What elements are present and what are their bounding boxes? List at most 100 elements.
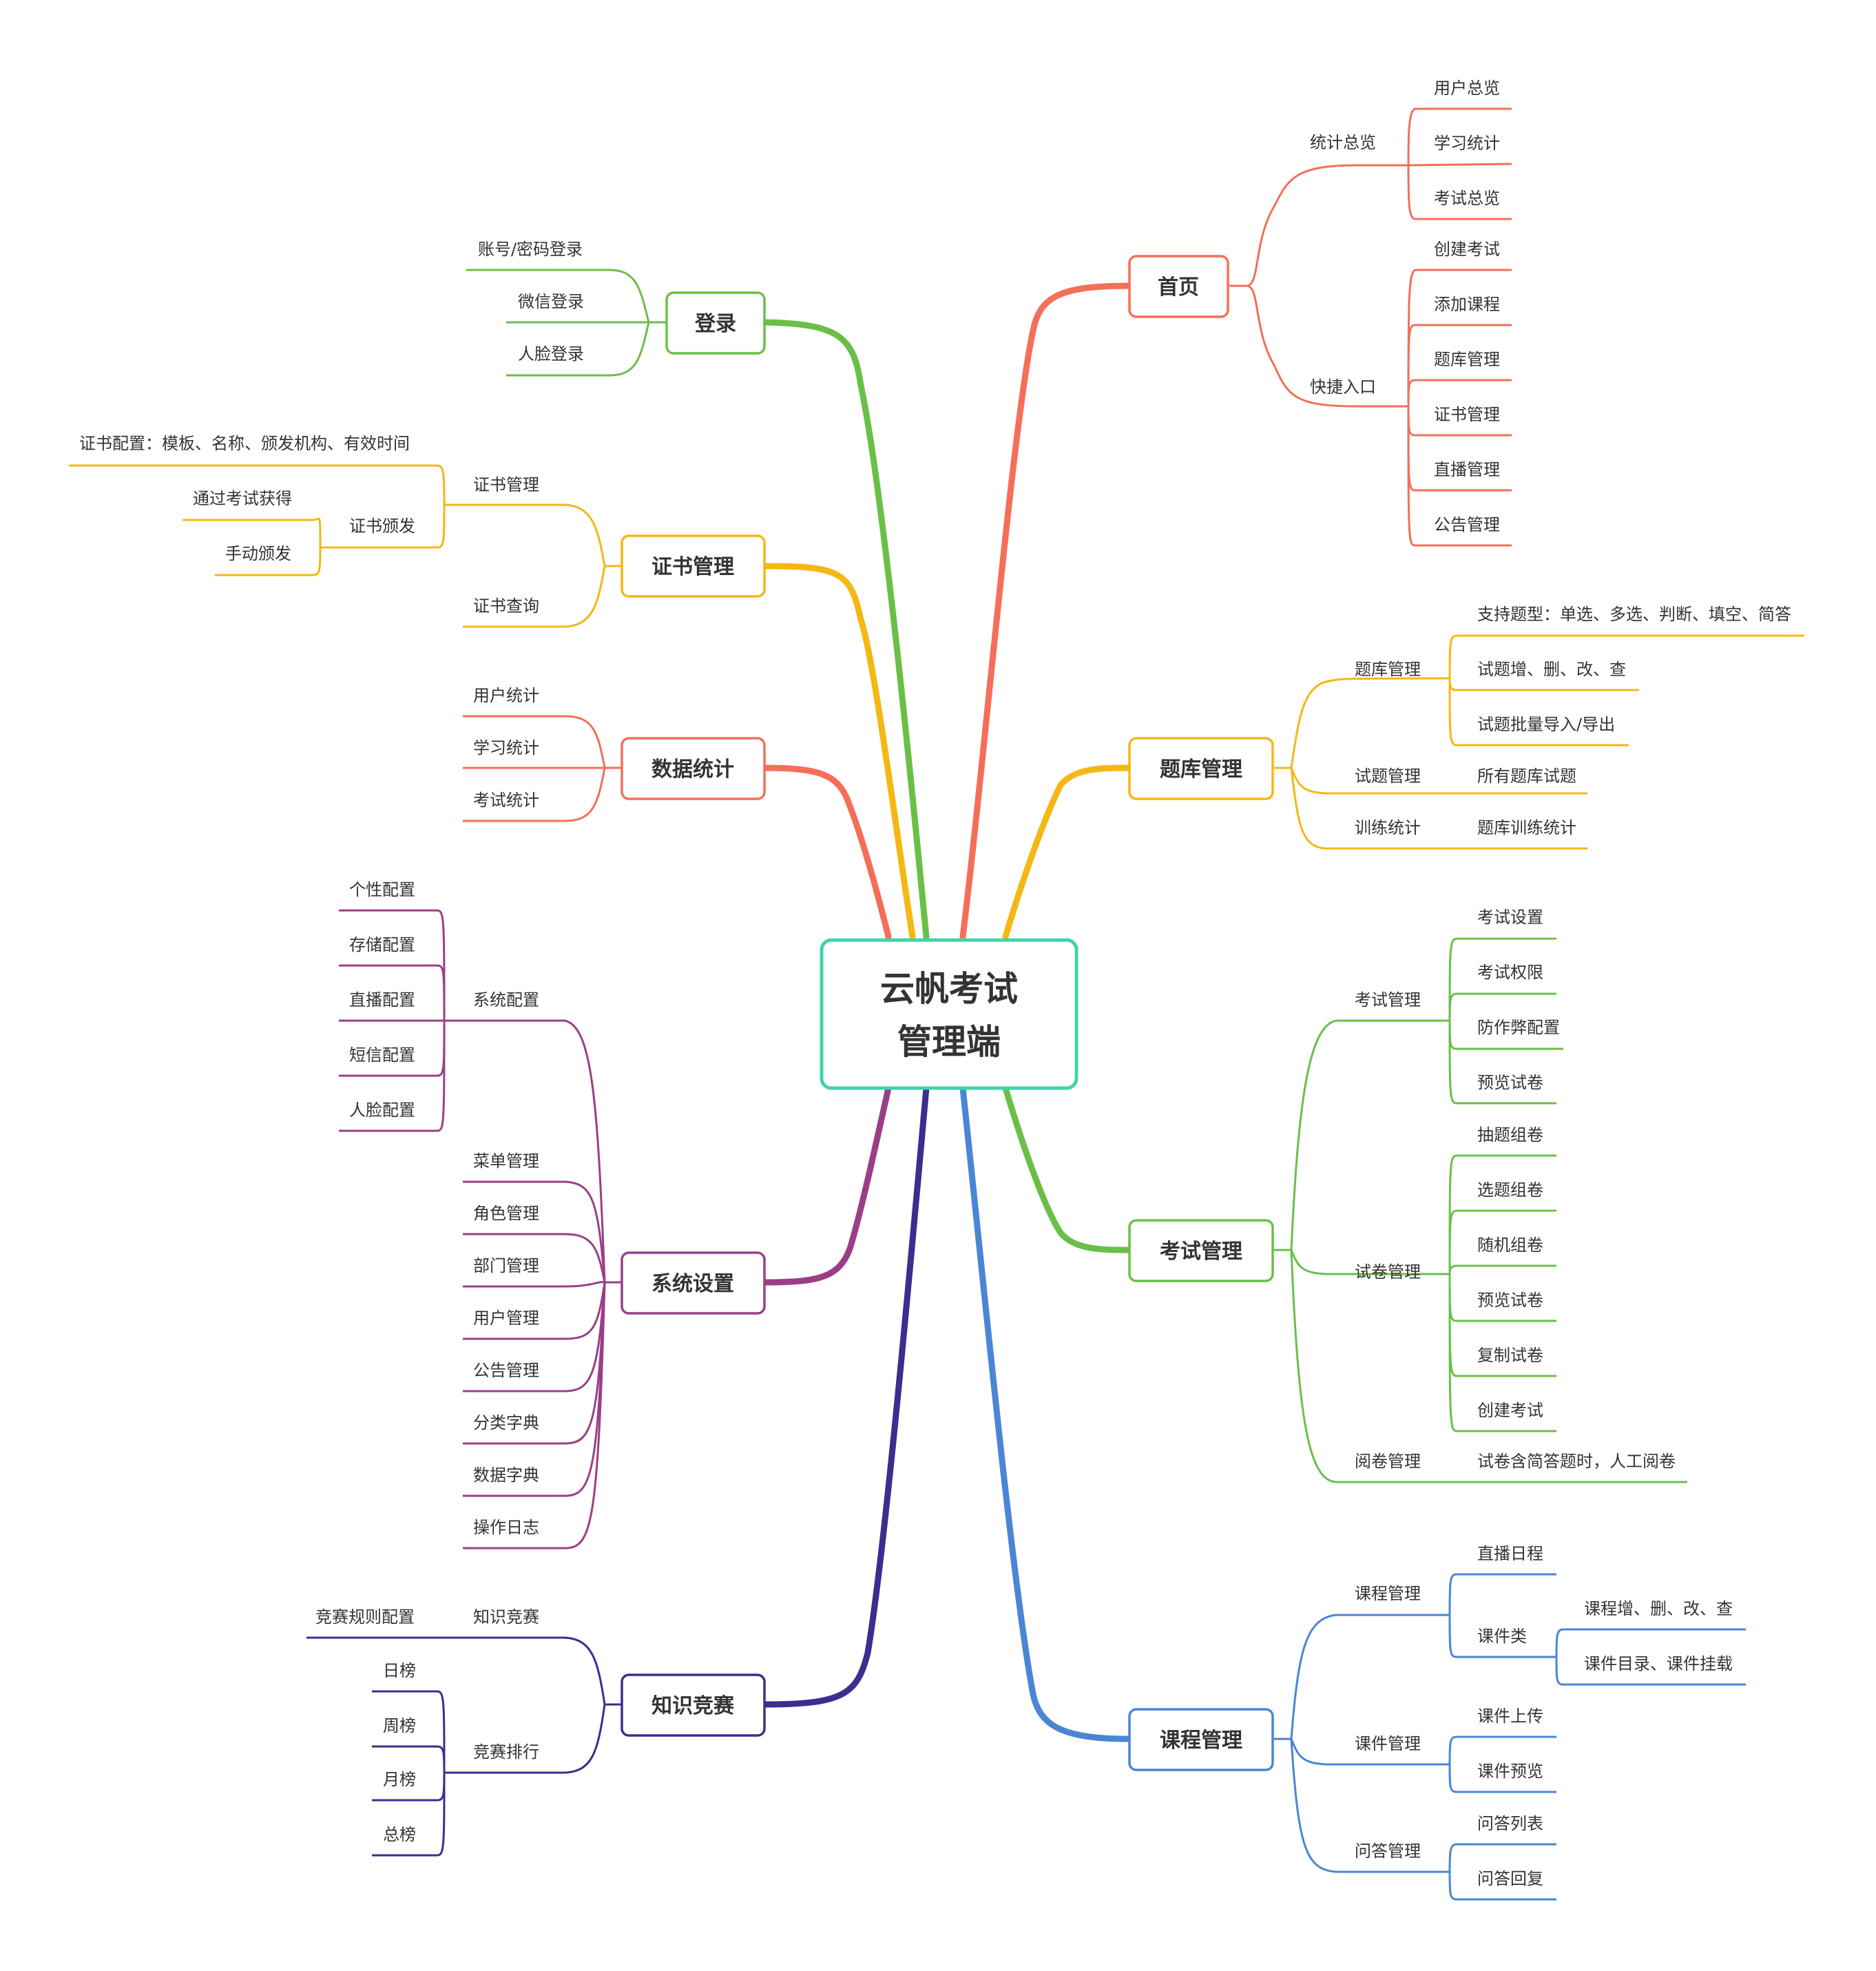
root-title-line1: 云帆考试 <box>880 969 1018 1009</box>
leaf-copy-paper: 复制试卷 <box>1477 1346 1543 1365</box>
main-node-exam[interactable]: 考试管理 <box>1128 1219 1274 1282</box>
leaf-dept-manage: 部门管理 <box>473 1256 539 1275</box>
group-label-course-manage: 课程管理 <box>1355 1584 1421 1603</box>
leaf-create-exam: 创建考试 <box>1434 240 1500 259</box>
trunk-course <box>959 1085 1133 1742</box>
leaf-issue-by-exam: 通过考试获得 <box>193 489 292 508</box>
main-node-certificate[interactable]: 证书管理 <box>621 534 766 598</box>
branch-exam <box>1274 937 1687 1483</box>
branch-course <box>1274 1573 1746 1901</box>
main-label-question-bank: 题库管理 <box>1160 758 1242 782</box>
branch-contest <box>306 1636 622 1857</box>
leaf-daily-rank: 日榜 <box>383 1661 416 1680</box>
leaf-notice-manage: 公告管理 <box>1434 515 1500 534</box>
root-title-line2: 管理端 <box>897 1022 1001 1062</box>
group-label-contest-ranking: 竞赛排行 <box>473 1742 539 1762</box>
leaf-live-schedule: 直播日程 <box>1477 1544 1543 1563</box>
group-label-exam-manage: 考试管理 <box>1355 990 1421 1010</box>
root-node[interactable]: 云帆考试 管理端 <box>820 938 1078 1090</box>
trunk-statistics <box>761 764 892 940</box>
leaf-sms-config: 短信配置 <box>349 1045 415 1065</box>
leaf-data-dict: 数据字典 <box>473 1466 539 1485</box>
leaf-user-manage: 用户管理 <box>473 1308 539 1328</box>
leaf-cert-issue: 证书颁发 <box>349 517 415 536</box>
leaf-issue-manual: 手动颁发 <box>225 544 291 563</box>
leaf-question-crud: 试题增、删、改、查 <box>1477 660 1626 679</box>
leaf-category-dict: 分类字典 <box>473 1413 539 1432</box>
leaf-random-paper: 随机组卷 <box>1477 1235 1543 1255</box>
leaf-menu-manage: 菜单管理 <box>473 1151 539 1171</box>
group-label-question-manage: 试题管理 <box>1355 766 1421 786</box>
group-label-stats-overview: 统计总览 <box>1310 133 1376 152</box>
leaf-weekly-rank: 周榜 <box>383 1716 416 1735</box>
leaf-all-bank-questions: 所有题库试题 <box>1477 766 1576 786</box>
main-node-home[interactable]: 首页 <box>1128 255 1229 318</box>
leaf-live-config: 直播配置 <box>349 990 415 1010</box>
leaf-preview-paper-2: 预览试卷 <box>1477 1291 1543 1310</box>
leaf-wechat-login: 微信登录 <box>518 292 584 311</box>
leaf-role-manage: 角色管理 <box>473 1204 539 1223</box>
group-label-bank: 题库管理 <box>1355 660 1421 679</box>
trunk-home <box>959 282 1133 940</box>
leaf-storage-config: 存储配置 <box>349 935 415 955</box>
main-node-statistics[interactable]: 数据统计 <box>621 737 766 800</box>
leaf-live-manage: 直播管理 <box>1434 460 1500 479</box>
leaf-qa-list: 问答列表 <box>1477 1814 1543 1833</box>
main-node-system[interactable]: 系统设置 <box>621 1251 766 1315</box>
main-label-certificate: 证书管理 <box>652 555 734 579</box>
leaf-exam-settings: 考试设置 <box>1477 908 1543 927</box>
trunk-login <box>761 319 930 940</box>
root-node-box <box>820 938 1078 1090</box>
leaf-total-rank: 总榜 <box>383 1825 416 1844</box>
branch-question-bank <box>1274 634 1804 850</box>
group-label-marking-manage: 阅卷管理 <box>1355 1452 1421 1471</box>
group-label-training-stats: 训练统计 <box>1355 818 1421 837</box>
leaf-courseware-preview: 课件预览 <box>1477 1762 1543 1781</box>
trunk-exam <box>1002 1085 1133 1253</box>
leaf-monthly-rank: 月榜 <box>383 1770 416 1789</box>
main-node-login[interactable]: 登录 <box>665 291 766 355</box>
main-label-statistics: 数据统计 <box>652 758 734 782</box>
group-label-qa-manage: 问答管理 <box>1355 1842 1421 1861</box>
leaf-select-paper: 选题组卷 <box>1477 1180 1543 1200</box>
leaf-preview-paper-1: 预览试卷 <box>1477 1073 1543 1092</box>
leaf-question-import-export: 试题批量导入/导出 <box>1477 715 1615 734</box>
leaf-cert-config: 证书配置：模板、名称、颁发机构、有效时间 <box>79 434 410 453</box>
group-label-quick-entry: 快捷入口 <box>1310 377 1376 397</box>
leaf-face-login: 人脸登录 <box>518 344 584 364</box>
leaf-learn-stats: 学习统计 <box>473 738 539 758</box>
leaf-qa-reply: 问答回复 <box>1477 1869 1543 1888</box>
leaf-bank-training-stats: 题库训练统计 <box>1477 818 1576 837</box>
leaf-manual-marking: 试卷含简答题时，人工阅卷 <box>1477 1452 1676 1471</box>
main-label-exam: 考试管理 <box>1160 1240 1242 1264</box>
group-label-system-config: 系统配置 <box>473 990 539 1010</box>
leaf-personal-config: 个性配置 <box>349 880 415 899</box>
leaf-operation-log: 操作日志 <box>473 1518 539 1537</box>
trunk-system <box>761 1085 892 1286</box>
group-label-cert-query: 证书查询 <box>473 596 539 616</box>
main-node-contest[interactable]: 知识竞赛 <box>621 1673 766 1737</box>
leaf-add-course: 添加课程 <box>1434 295 1500 314</box>
leaf-course-catalog: 课件目录、课件挂载 <box>1584 1654 1733 1673</box>
branch-certificate <box>69 464 622 628</box>
trunk-question-bank <box>1002 764 1133 940</box>
main-node-question-bank[interactable]: 题库管理 <box>1128 737 1274 800</box>
leaf-password-login: 账号/密码登录 <box>478 240 583 259</box>
leaf-contest-rules: 竞赛规则配置 <box>315 1607 415 1627</box>
trunk-certificate <box>761 563 916 940</box>
main-label-login: 登录 <box>694 312 736 336</box>
group-label-paper-manage: 试卷管理 <box>1355 1262 1421 1282</box>
leaf-learning-stats: 学习统计 <box>1434 134 1500 153</box>
group-label-courseware-manage: 课件管理 <box>1355 1734 1421 1753</box>
leaf-question-types: 支持题型：单选、多选、判断、填空、简答 <box>1477 605 1791 624</box>
group-label-contest: 知识竞赛 <box>473 1607 539 1627</box>
leaf-user-stats: 用户统计 <box>473 686 539 705</box>
leaf-courseware-upload: 课件上传 <box>1477 1707 1543 1726</box>
main-trunks <box>761 282 1133 1742</box>
branch-home <box>1229 107 1512 547</box>
branch-login <box>466 269 667 377</box>
main-node-course[interactable]: 课程管理 <box>1128 1708 1274 1771</box>
leaf-notice-manage-2: 公告管理 <box>473 1361 539 1380</box>
main-label-contest: 知识竞赛 <box>652 1694 735 1718</box>
